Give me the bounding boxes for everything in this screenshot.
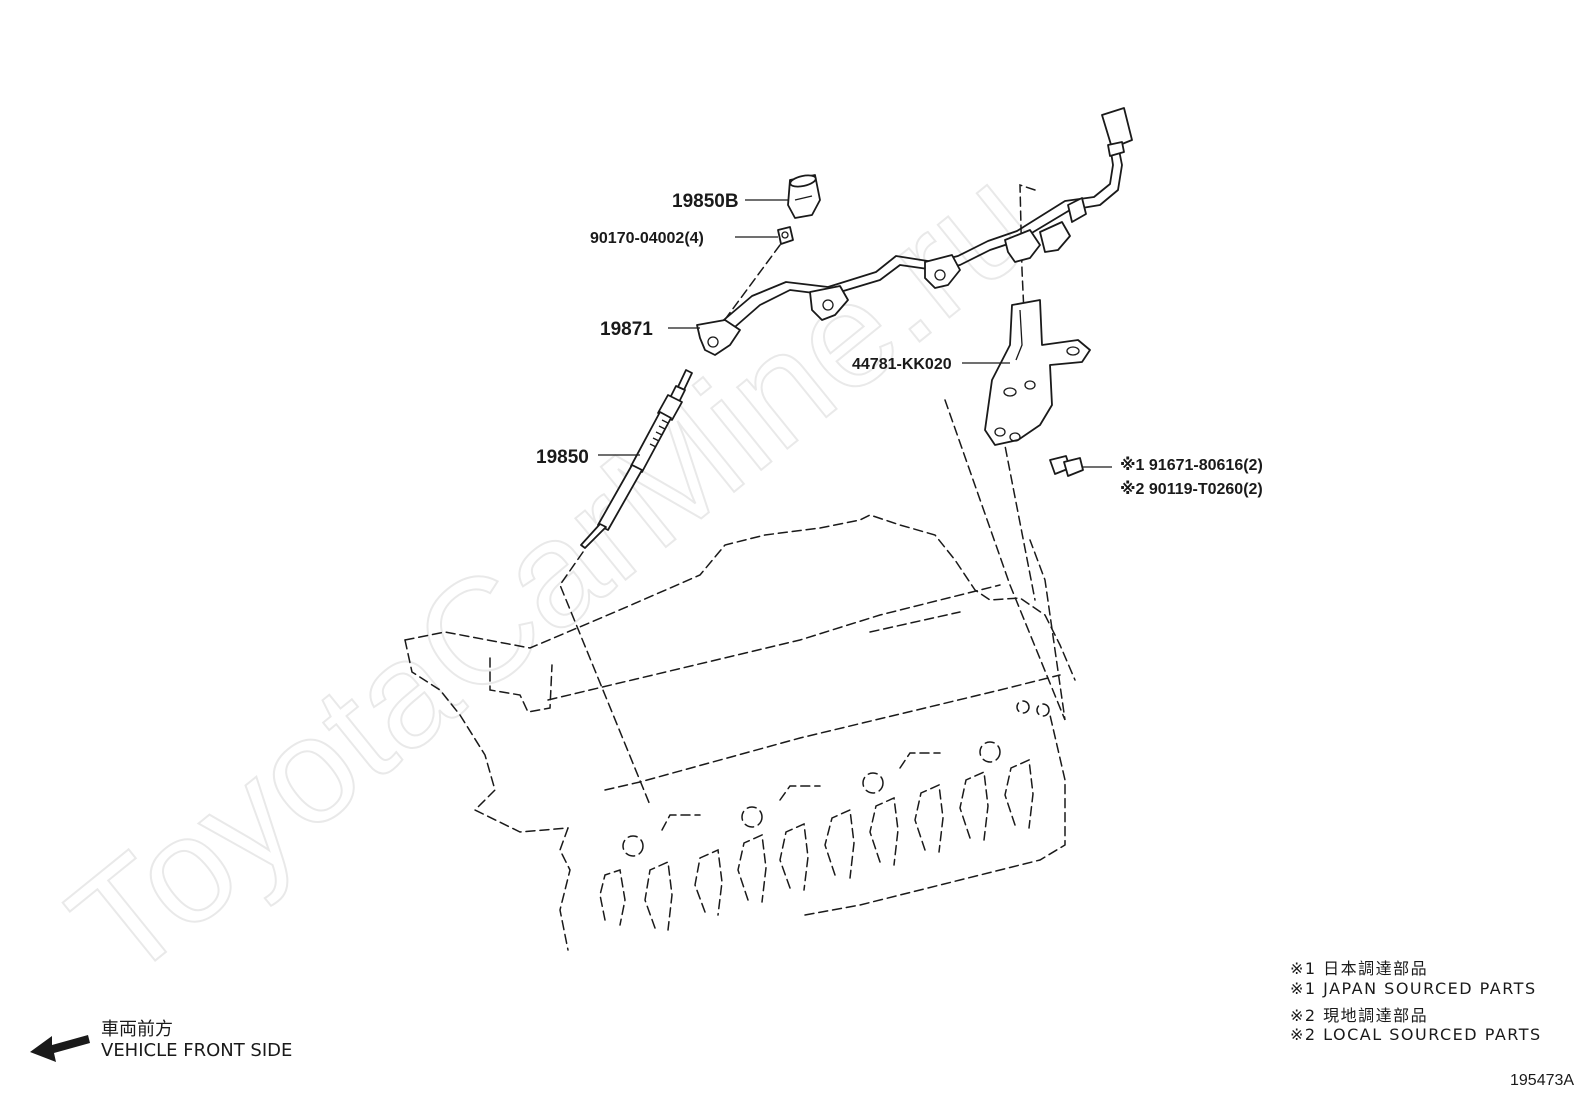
glow-plug: [580, 369, 693, 549]
part-label-19850B: 19850B: [672, 191, 739, 212]
connector-cap: [777, 174, 821, 245]
bracket: [984, 299, 1091, 446]
legend-line-3: ※2 現地調達部品: [1290, 1006, 1429, 1025]
part-label-19850: 19850: [536, 447, 589, 468]
wiring-harness: [696, 107, 1133, 356]
watermark-text: ToyotaCarMine.ru: [39, 134, 1065, 1010]
legend-line-1: ※1 日本調達部品: [1290, 959, 1429, 978]
legend-line-2: ※1 JAPAN SOURCED PARTS: [1290, 979, 1537, 998]
front-side-label-en: VEHICLE FRONT SIDE: [101, 1040, 293, 1061]
part-label-91671: ※1 91671-80616(2): [1120, 456, 1263, 474]
front-arrow-icon: [30, 1035, 90, 1062]
bolt: [1049, 455, 1084, 477]
part-label-44781: 44781-KK020: [852, 356, 952, 373]
engine-block: [404, 514, 1076, 951]
legend-line-4: ※2 LOCAL SOURCED PARTS: [1290, 1025, 1542, 1044]
leader-lines: [598, 199, 1112, 468]
diagram-code: 195473A: [1510, 1072, 1575, 1089]
front-side-label-jp: 車両前方: [101, 1019, 173, 1040]
part-label-19871: 19871: [600, 319, 653, 340]
part-label-90119: ※2 90119-T0260(2): [1120, 480, 1263, 498]
part-label-90170: 90170-04002(4): [590, 230, 704, 247]
